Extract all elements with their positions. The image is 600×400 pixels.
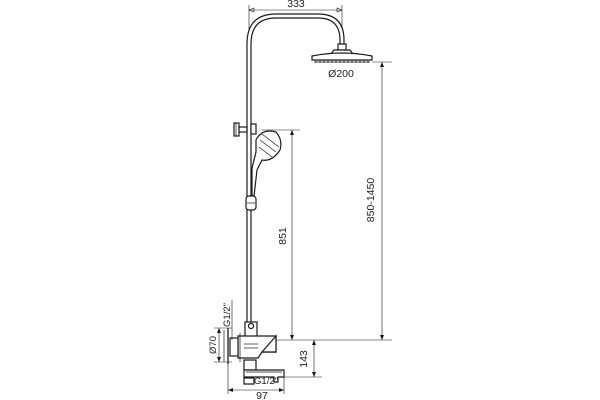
- label-body-diameter: Ø70: [208, 336, 219, 354]
- hand-shower-holder: [233, 122, 257, 137]
- label-height-range: 850-1450: [365, 178, 377, 223]
- dimension-height-range: 850-1450: [365, 61, 392, 340]
- label-hand-shower-height: 851: [277, 227, 289, 245]
- dimension-hand-shower-height: 851: [262, 129, 300, 340]
- slider-knob: [245, 195, 257, 211]
- rain-shower-head: Ø200: [311, 52, 373, 80]
- bath-spout: G1/2": [243, 359, 285, 387]
- dimension-spout-projection: 97: [227, 364, 285, 400]
- dimension-spout-height: 143: [284, 340, 322, 378]
- label-arm-reach: 333: [287, 0, 305, 10]
- mixer-body: [237, 321, 277, 359]
- riser-pipe: [246, 13, 355, 331]
- label-spout-projection: 97: [256, 390, 268, 400]
- label-thread-inlet: G1/2": [222, 303, 233, 327]
- label-spout-height: 143: [298, 350, 310, 368]
- hand-shower: [251, 130, 282, 197]
- label-thread-outlet: G1/2": [254, 376, 278, 387]
- wall-connection: Ø70 G1/2": [208, 300, 241, 364]
- label-head-diameter: Ø200: [328, 68, 354, 80]
